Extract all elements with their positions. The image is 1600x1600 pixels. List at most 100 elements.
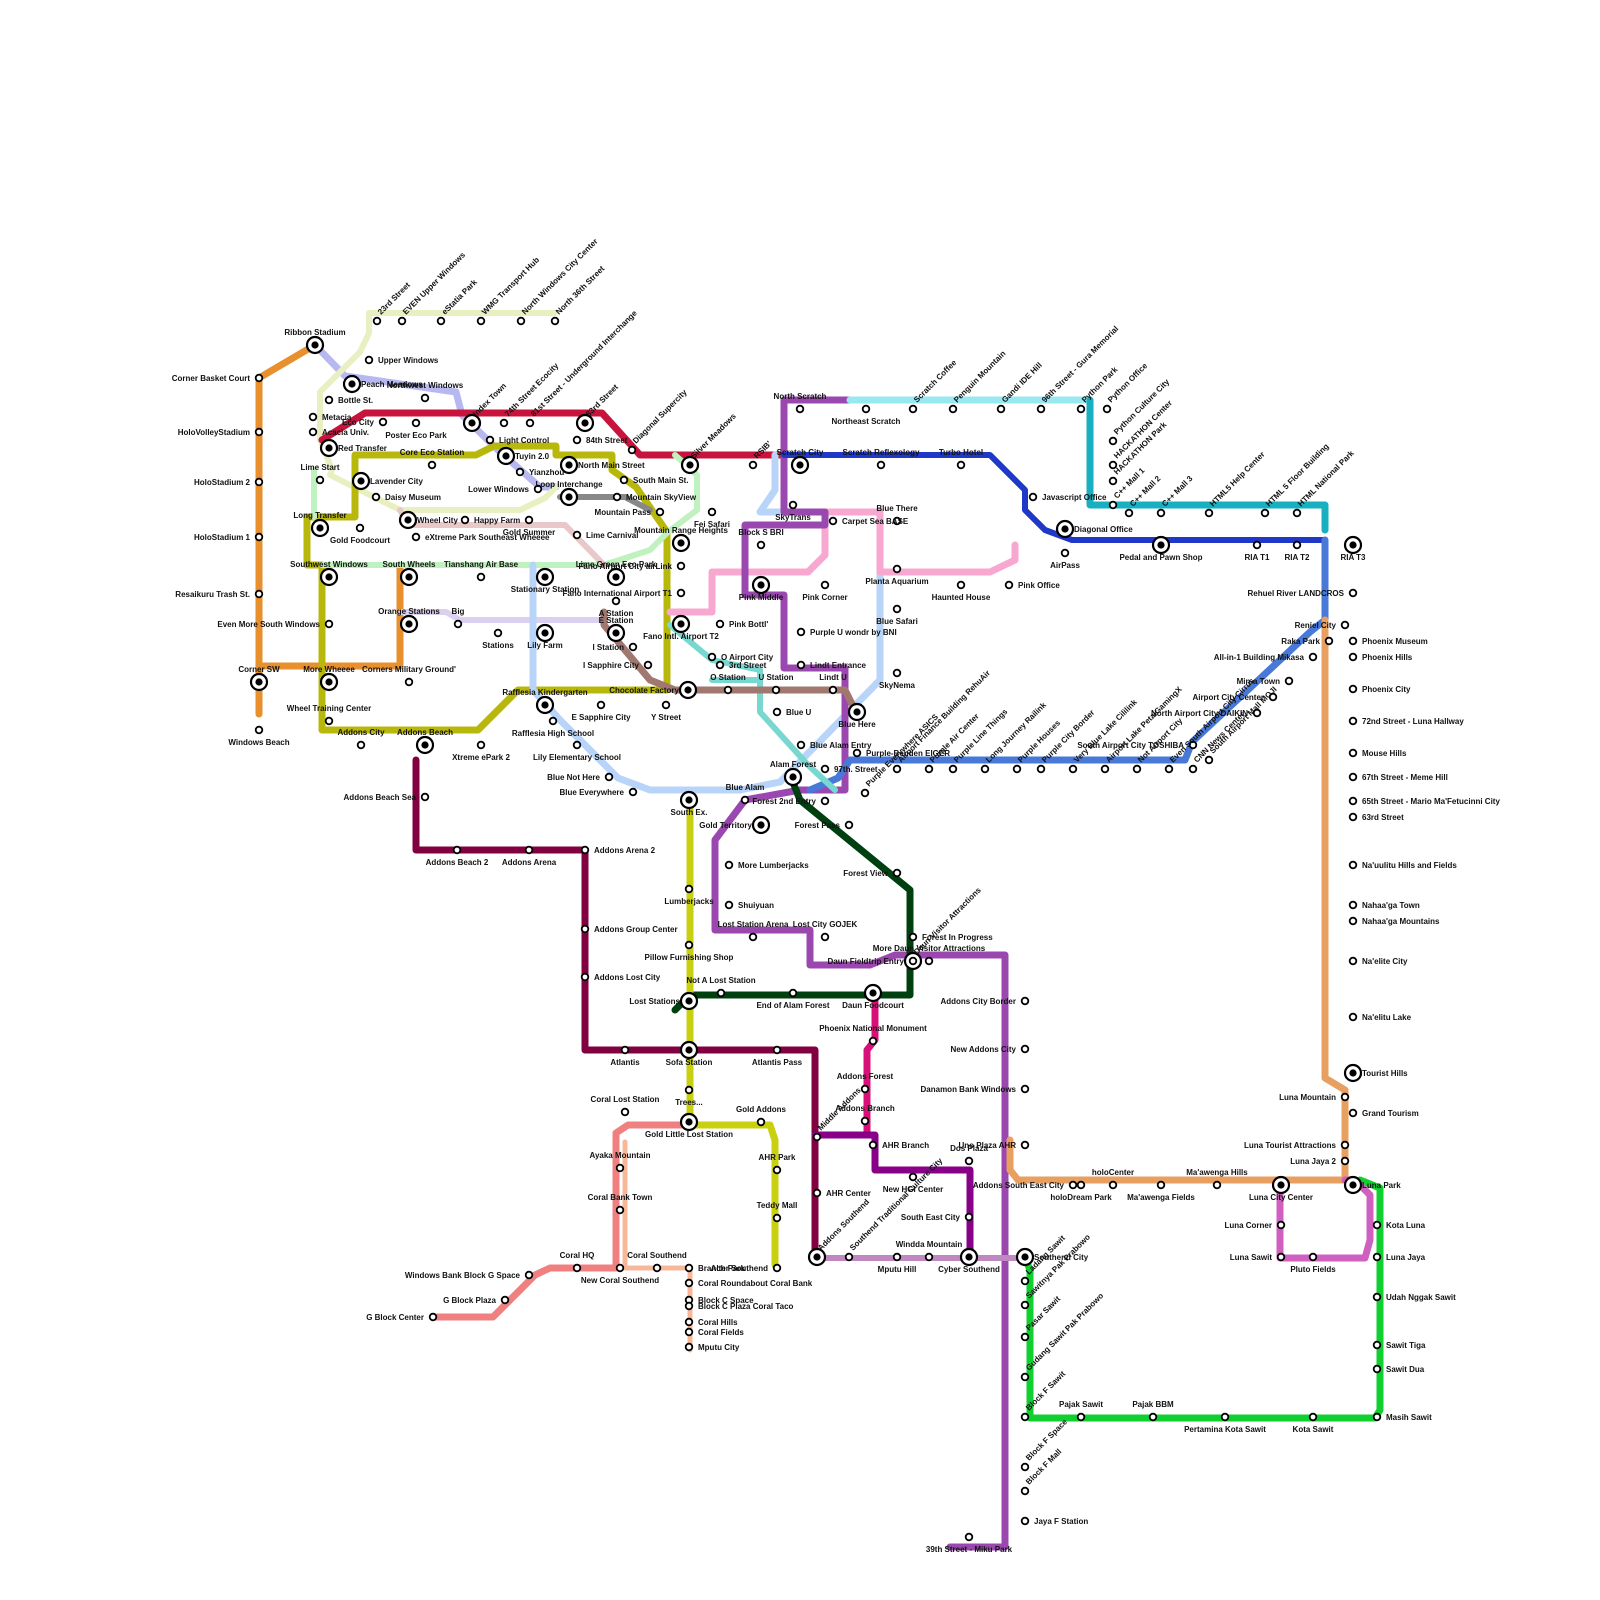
station-uno-plaza-ahr[interactable] xyxy=(1020,1140,1030,1150)
station-masih-sawit[interactable] xyxy=(1372,1412,1382,1422)
station-ladang-sawit[interactable] xyxy=(1020,1276,1030,1286)
station-end-of-alam-forest[interactable] xyxy=(788,988,798,998)
station-purple-u-wondr-by-bni[interactable] xyxy=(796,627,806,637)
station-ayaka-mountain[interactable] xyxy=(615,1163,625,1173)
station-forest-pass[interactable] xyxy=(844,820,854,830)
station-gold-summer[interactable] xyxy=(524,515,534,525)
station-corner-basket-court[interactable] xyxy=(254,373,264,383)
station-loop-interchange[interactable] xyxy=(559,487,579,507)
station-big[interactable] xyxy=(453,619,463,629)
station-pertamina-kota-sawit[interactable] xyxy=(1220,1412,1230,1422)
station-lost-station-arena[interactable] xyxy=(748,932,758,942)
station-all-in-1-building-mikasa[interactable] xyxy=(1308,652,1318,662)
station-atlantis[interactable] xyxy=(620,1045,630,1055)
station-ma-awenga-fields[interactable] xyxy=(1156,1180,1166,1190)
station-northeast-scratch[interactable] xyxy=(861,404,871,414)
station-purple-benden-eiger[interactable] xyxy=(852,748,862,758)
station-wmg-transport-hub[interactable] xyxy=(476,316,486,326)
station-lindt-entrance[interactable] xyxy=(796,660,806,670)
station-resaikuru-trash-st[interactable] xyxy=(254,589,264,599)
station-addons-forest[interactable] xyxy=(860,1084,870,1094)
station-windows-beach[interactable] xyxy=(254,725,264,735)
station-alam-forest[interactable] xyxy=(783,767,803,787)
station-lime-green-eco-park[interactable] xyxy=(606,567,626,587)
station-fano-airport-city-airlink[interactable] xyxy=(676,561,686,571)
station-penguin-mountain[interactable] xyxy=(948,404,958,414)
station-addons-group-center[interactable] xyxy=(580,924,590,934)
station-tourist-hills[interactable] xyxy=(1343,1063,1363,1083)
station-addons-beach[interactable] xyxy=(415,735,435,755)
station-north-36th-street[interactable] xyxy=(550,316,560,326)
station-tianshang-air-base[interactable] xyxy=(476,572,486,582)
station-even-more-south-windows[interactable] xyxy=(324,619,334,629)
station-coral-hq[interactable] xyxy=(572,1263,582,1273)
station-nahaa-ga-town[interactable] xyxy=(1348,900,1358,910)
station-danamon-bank-windows[interactable] xyxy=(1020,1084,1030,1094)
station-yianzhou[interactable] xyxy=(515,467,525,477)
station-g-block-plaza[interactable] xyxy=(500,1295,510,1305)
station-upper-windows[interactable] xyxy=(364,355,374,365)
station-new-addons-city[interactable] xyxy=(1020,1044,1030,1054)
station-u-station[interactable] xyxy=(771,685,781,695)
station-pasar-sawit[interactable] xyxy=(1020,1332,1030,1342)
station-phoenix-hills[interactable] xyxy=(1348,652,1358,662)
station-rafflesia-kindergarten[interactable] xyxy=(535,695,555,715)
station-more-wheeee[interactable] xyxy=(319,672,339,692)
station-nahaa-ga-mountains[interactable] xyxy=(1348,916,1358,926)
station-c-mall-2[interactable] xyxy=(1124,508,1134,518)
station-luna-tourist-attractions[interactable] xyxy=(1340,1140,1350,1150)
station-luna-corner[interactable] xyxy=(1276,1220,1286,1230)
station-long-journey-railink[interactable] xyxy=(980,764,990,774)
station-pillow-furnishing-shop[interactable] xyxy=(684,940,694,950)
station-corner-sw[interactable] xyxy=(249,672,269,692)
station-planta-aquarium[interactable] xyxy=(892,564,902,574)
station-haunted-house[interactable] xyxy=(956,580,966,590)
station-luna-park[interactable] xyxy=(1343,1175,1363,1195)
station-c-mall-3[interactable] xyxy=(1156,508,1166,518)
station-lost-stations[interactable] xyxy=(679,991,699,1011)
station-gold-little-lost-station[interactable] xyxy=(679,1112,699,1132)
station-addons-lost-city[interactable] xyxy=(580,972,590,982)
station-gold-territory[interactable] xyxy=(751,815,771,835)
station-diagonal-supercity[interactable] xyxy=(627,445,637,455)
station-bottle-st[interactable] xyxy=(324,395,334,405)
station-reniel-city[interactable] xyxy=(1340,620,1350,630)
station-blue-there[interactable] xyxy=(892,516,902,526)
station-pink-bottl[interactable] xyxy=(715,619,725,629)
station-south-main-st[interactable] xyxy=(619,475,629,485)
station-ahr-park[interactable] xyxy=(772,1165,782,1175)
station-lost-city-gojek[interactable] xyxy=(820,932,830,942)
station-luna-city-center[interactable] xyxy=(1271,1175,1291,1195)
station-97th-street[interactable] xyxy=(820,764,830,774)
station-south-wheels[interactable] xyxy=(399,567,419,587)
station-south-airport-city-toshiba[interactable] xyxy=(1188,740,1198,750)
station-south-ex[interactable] xyxy=(679,790,699,810)
station-corners-military-ground[interactable] xyxy=(404,677,414,687)
station-pink-corner[interactable] xyxy=(820,580,830,590)
station-rafflesia-high-school[interactable] xyxy=(548,716,558,726)
station-coral-hills[interactable] xyxy=(684,1317,694,1327)
station-lime-carnival[interactable] xyxy=(572,530,582,540)
station-holovolleystadium[interactable] xyxy=(254,427,264,437)
station-39th-street-miku-park[interactable] xyxy=(964,1532,974,1542)
station-81st-street-underground-interchange[interactable] xyxy=(525,418,535,428)
station-southend-traditional-culture-city[interactable] xyxy=(844,1252,854,1262)
station-purple-line-things[interactable] xyxy=(948,764,958,774)
station-chocolate-factory[interactable] xyxy=(678,680,698,700)
station-kota-luna[interactable] xyxy=(1372,1220,1382,1230)
station-rsib[interactable] xyxy=(748,460,758,470)
station-ma-awenga-hills[interactable] xyxy=(1212,1180,1222,1190)
station-addons-arena[interactable] xyxy=(524,845,534,855)
station-teddy-mall[interactable] xyxy=(772,1213,782,1223)
station-mputu-city[interactable] xyxy=(684,1342,694,1352)
station-lindt-u[interactable] xyxy=(828,685,838,695)
station-sawit-dua[interactable] xyxy=(1372,1364,1382,1374)
station-23rd-street[interactable] xyxy=(372,316,382,326)
station-atlantis-pass[interactable] xyxy=(772,1045,782,1055)
station-purple-air-center[interactable] xyxy=(924,764,934,774)
station-addons-arena-2[interactable] xyxy=(580,845,590,855)
station-turbo-hotel[interactable] xyxy=(956,460,966,470)
station-lavender-city[interactable] xyxy=(351,471,371,491)
station-blue-alam[interactable] xyxy=(740,795,750,805)
station-holostadium-1[interactable] xyxy=(254,532,264,542)
